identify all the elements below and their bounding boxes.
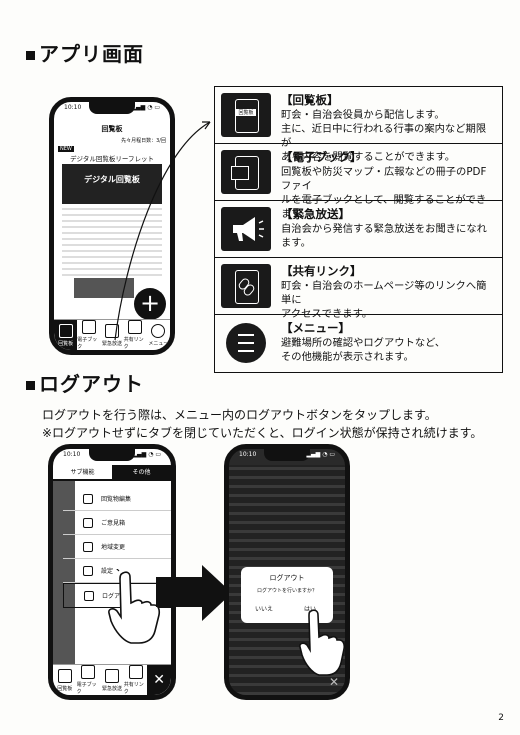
feature-row-menu: 【メニュー】 避難場所の確認やログアウトなど、 その他機能が表示されます。 <box>215 315 502 372</box>
tab-circular[interactable]: 回覧板 <box>53 665 77 695</box>
feature-desc: 町会・自治会役員から配信します。 主に、近日中に行われる行事の案内など期限が あ… <box>281 109 487 163</box>
status-time: 10:10 <box>63 451 81 458</box>
tab-emergency[interactable]: 緊急放送 <box>100 665 124 695</box>
logout-instruction: ログアウトを行う際は、メニュー内のログアウトボタンをタップします。 <box>42 408 437 422</box>
logout-note: ※ログアウトせずにタブを閉じていただくと、ログイン状態が保持され続けます。 <box>42 426 483 440</box>
feature-table: 回覧板 【回覧板】 町会・自治会役員から配信します。 主に、近日中に行われる行事… <box>214 86 503 373</box>
section-heading-logout: ログアウト <box>26 368 144 397</box>
menu-item[interactable]: 回覧物編集 <box>63 487 171 511</box>
phone-notch <box>89 449 135 461</box>
app-header-title: 回覧板 <box>101 125 123 133</box>
date-line: 先々月程日数：3/回 <box>121 138 166 144</box>
leaflet-banner[interactable]: デジタル回覧板 <box>62 164 162 204</box>
edit-icon <box>83 493 93 504</box>
link-icon <box>128 665 143 679</box>
menu-backdrop <box>53 481 75 665</box>
add-fab-plus-icon[interactable]: + <box>134 288 166 320</box>
dialog-title: ログアウト <box>269 574 305 582</box>
pointer-arrow <box>114 121 211 341</box>
feature-title: 【共有リンク】 <box>281 264 362 278</box>
leaflet-photo <box>74 278 134 298</box>
tapping-hand-icon <box>299 609 345 676</box>
phone-notch <box>264 449 310 461</box>
circular-board-icon <box>58 323 73 338</box>
menu-tab-bar: 回覧板 電子ブック 緊急放送 共有リンク ✕ <box>53 664 171 695</box>
close-icon[interactable]: ✕ <box>328 675 339 689</box>
ebook-icon <box>81 665 96 679</box>
dialog-phone-mockup: 10:10▂▄▆ ◔ ▭ ログアウト ログアウトを行いますか？ いいえ はい ✕ <box>224 444 350 700</box>
feature-desc: 回覧板や防災マップ・広報などの冊子のPDFファイ ルを電子ブックとして、閲覧する… <box>281 166 487 220</box>
banner-title: デジタル回覧板 <box>84 175 140 184</box>
dialog-message: ログアウトを行いますか？ <box>256 588 317 594</box>
feature-title: 【回覧板】 <box>281 93 339 107</box>
new-badge: NEW <box>58 146 74 152</box>
status-time: 10:10 <box>239 451 257 458</box>
walk-icon <box>83 541 93 552</box>
ebook-icon <box>221 150 271 194</box>
dialog-cancel-button[interactable]: いいえ <box>254 606 273 613</box>
phone-notch <box>89 102 135 114</box>
tab-close[interactable]: ✕ <box>147 665 171 695</box>
megaphone-icon <box>104 668 119 683</box>
circular-icon-label: 回覧板 <box>236 109 256 116</box>
menu-item[interactable]: 地域変更 <box>63 535 171 559</box>
status-time: 10:10 <box>64 104 82 111</box>
menu-icon <box>221 321 271 365</box>
feature-row-emergency: 【緊急放送】 自治会から発信する緊急放送をお聞きになれます。 <box>215 201 502 258</box>
feature-row-ebook: 【電子ブック】 回覧板や防災マップ・広報などの冊子のPDFファイ ルを電子ブック… <box>215 144 502 220</box>
feature-row-links: 【共有リンク】 町会・自治会のホームページ等のリンクへ簡単に アクセスできます。 <box>215 258 502 320</box>
tab-ebook[interactable]: 電子ブック <box>77 665 101 695</box>
gear-icon <box>83 565 93 576</box>
feature-title: 【電子ブック】 <box>281 150 362 164</box>
menu-tabs: サブ機能 その他 <box>53 465 171 481</box>
tab-sub-functions[interactable]: サブ機能 <box>53 465 112 481</box>
feature-desc: 避難場所の確認やログアウトなど、 その他機能が表示されます。 <box>281 337 446 363</box>
megaphone-icon <box>221 207 271 251</box>
megaphone-icon <box>105 323 119 338</box>
dialog-ok-button[interactable]: はい <box>303 606 316 613</box>
section-heading-app: アプリ画面 <box>26 38 144 67</box>
menu-item[interactable]: 設定 <box>63 559 171 583</box>
feature-desc: 町会・自治会のホームページ等のリンクへ簡単に アクセスできます。 <box>281 280 487 320</box>
next-step-arrow <box>156 565 232 621</box>
link-icon <box>221 264 271 308</box>
feature-title: 【緊急放送】 <box>281 207 350 221</box>
tapping-hand-icon <box>108 569 161 644</box>
tab-other[interactable]: その他 <box>112 465 171 481</box>
close-icon: ✕ <box>153 672 166 688</box>
ebook-icon <box>81 320 96 334</box>
article-title[interactable]: デジタル回覧板リーフレット <box>70 155 154 163</box>
tab-circular[interactable]: 回覧板 <box>54 320 78 350</box>
tab-links[interactable]: 共有リンク <box>124 320 147 350</box>
tab-menu[interactable]: メニュー <box>147 320 170 350</box>
app-tab-bar: 回覧板 電子ブック 緊急放送 共有リンク メニュー <box>54 319 170 350</box>
menu-list: 回覧物編集 ご意見箱 地域変更 設定 ログアウト <box>63 487 171 608</box>
menu-item[interactable]: ご意見箱 <box>63 511 171 535</box>
bullet-square-icon <box>26 51 35 60</box>
page-number: 2 <box>498 713 504 723</box>
link-icon <box>128 320 143 334</box>
tab-emergency[interactable]: 緊急放送 <box>100 320 123 350</box>
tab-ebook[interactable]: 電子ブック <box>77 320 100 350</box>
menu-icon <box>151 323 166 338</box>
feature-title: 【メニュー】 <box>281 321 350 335</box>
logout-icon <box>84 590 94 601</box>
circular-board-icon: 回覧板 <box>221 93 271 137</box>
feature-desc: 自治会から発信する緊急放送をお聞きになれます。 <box>281 223 487 249</box>
menu-phone-mockup: 10:10▂▄▆ ◔ ▭ サブ機能 その他 回覧物編集 ご意見箱 地域変更 設定… <box>48 444 176 700</box>
bullet-square-icon <box>26 381 35 390</box>
feature-row-circular: 回覧板 【回覧板】 町会・自治会役員から配信します。 主に、近日中に行われる行事… <box>215 87 502 163</box>
circular-board-icon <box>57 668 72 683</box>
tab-links[interactable]: 共有リンク <box>124 665 148 695</box>
mail-icon <box>83 517 93 528</box>
